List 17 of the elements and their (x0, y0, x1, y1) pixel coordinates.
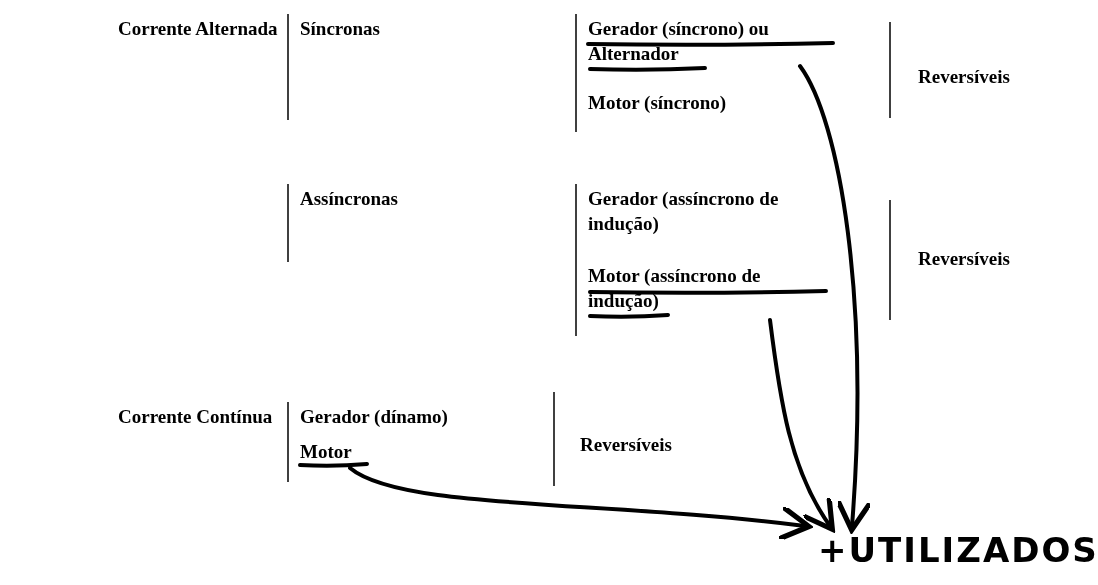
classification-label: Reversíveis (918, 65, 1010, 89)
classification-label: Corrente Alternada (118, 17, 278, 41)
classification-label: Assíncronas (300, 187, 398, 211)
classification-label: Corrente Contínua (118, 405, 273, 429)
text-label: Motor (300, 439, 352, 464)
handwritten-label: +UTILIZADOS (818, 528, 1098, 572)
arrow (798, 64, 873, 533)
text-label: Motor (assíncrono de indução) (588, 263, 833, 313)
arrow (768, 318, 835, 532)
classification-label: Motor (síncrono) (588, 91, 727, 115)
classification-label: Reversíveis (918, 247, 1010, 271)
text-label: Gerador (síncrono) ou Alternador (588, 16, 843, 66)
classification-label: Síncronas (300, 17, 380, 41)
classification-label: Gerador (assíncrono de indução) (588, 187, 780, 236)
classification-label: Reversíveis (580, 433, 672, 457)
classification-label: Gerador (dínamo) (300, 405, 448, 429)
arrow (348, 466, 812, 542)
